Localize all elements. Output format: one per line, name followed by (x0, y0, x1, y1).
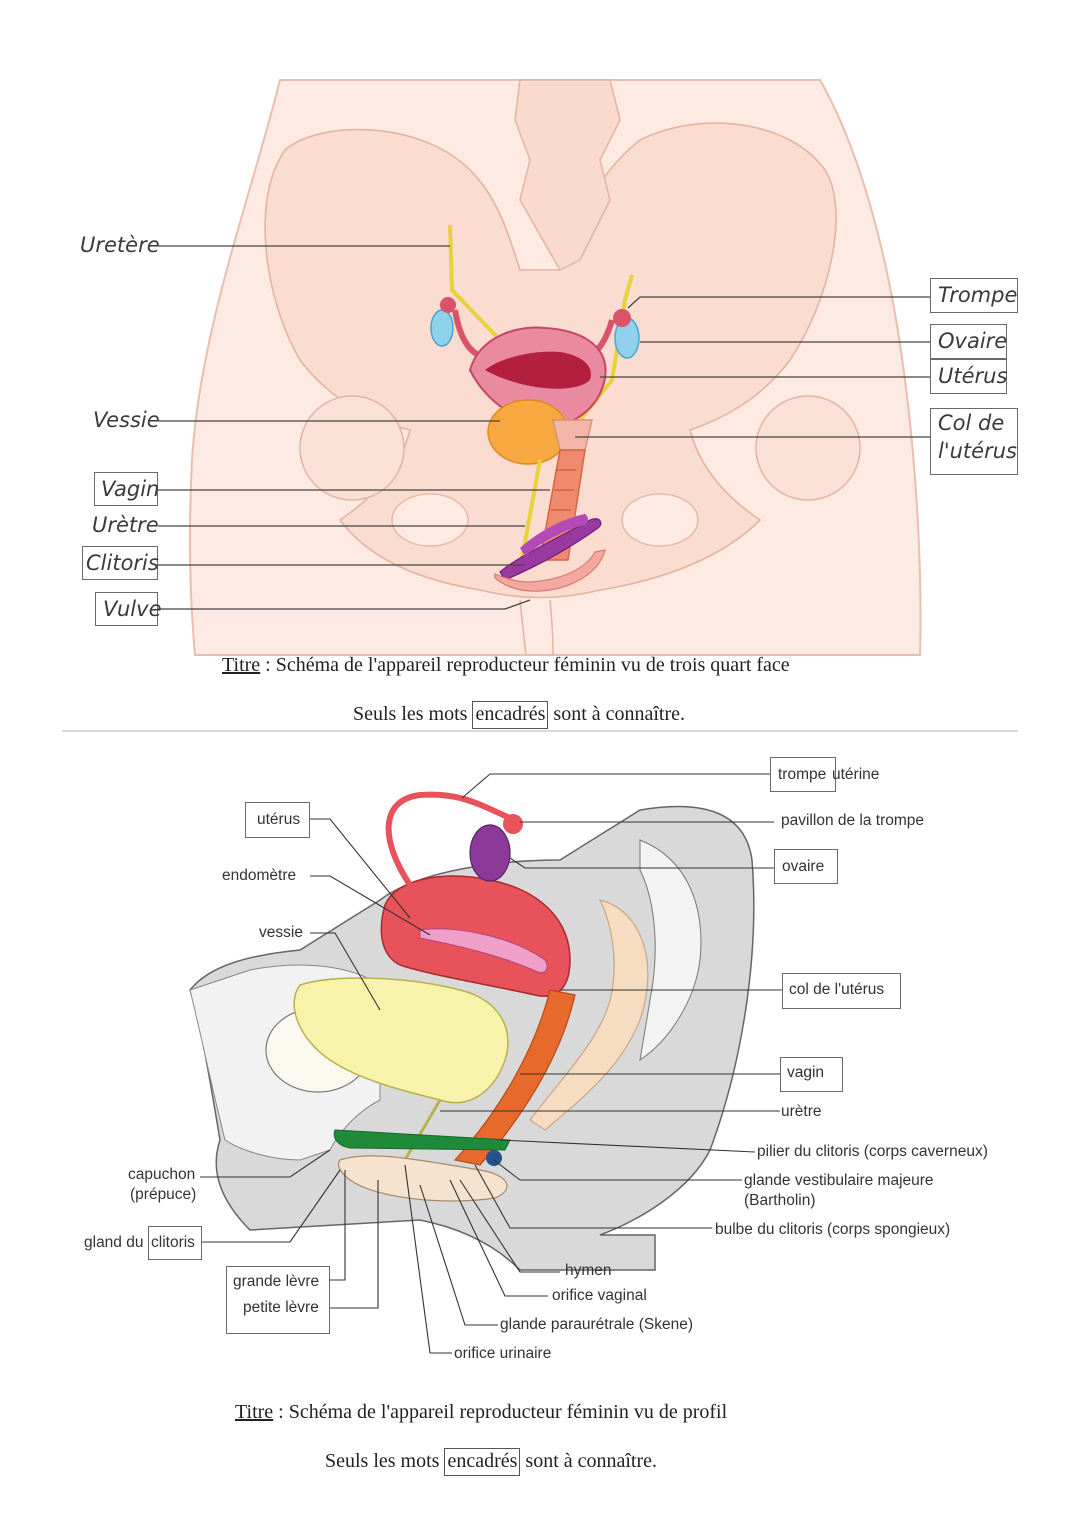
vulva (494, 549, 606, 592)
profile-view-leaders (200, 773, 782, 1354)
label-col-profile: col de l'utérus (789, 981, 885, 998)
bartholin-gland (486, 1150, 502, 1166)
front-view-illustration (188, 79, 922, 656)
label-gland-prefix: gland du (84, 1234, 144, 1251)
box-uterus (930, 359, 1007, 394)
ureter-left (448, 224, 502, 342)
label-vulve: Vulve (103, 597, 162, 621)
fallopian-tube-profile (385, 791, 512, 887)
label-uretre-profile: urètre (781, 1103, 822, 1120)
front-view-leaders (158, 245, 930, 610)
label-capuchon-1: capuchon (128, 1166, 196, 1183)
box-col (930, 408, 1018, 475)
cervix (552, 419, 593, 451)
clitoris (499, 518, 602, 581)
obturator-left (391, 493, 469, 547)
box-clitoris (82, 546, 158, 580)
label-vessie: Vessie (93, 408, 160, 432)
note-front-after: sont à connaître. (548, 703, 686, 725)
box-gland-clitoris (148, 1226, 202, 1260)
box-vagin (94, 472, 158, 506)
label-orifice-vaginal: orifice vaginal (552, 1287, 647, 1304)
label-trompe-suffix: utérine (832, 766, 880, 783)
label-glande-para: glande paraurétrale (Skene) (500, 1316, 694, 1333)
caption-profile-prefix: Titre (235, 1401, 274, 1423)
bladder-profile (293, 977, 509, 1104)
label-grande-levre: grande lèvre (233, 1273, 320, 1290)
label-capuchon-2: (prépuce) (130, 1186, 197, 1203)
hip-socket-right (755, 395, 861, 501)
label-col-line1: Col de (938, 411, 1005, 435)
caption-front-text: : Schéma de l'appareil reproducteur fémi… (260, 654, 790, 676)
urethra-profile (403, 1099, 442, 1161)
label-pavillon: pavillon de la trompe (781, 812, 925, 829)
caption-front-view: Titre : Schéma de l'appareil reproducteu… (222, 655, 790, 675)
profile-view-illustration (189, 791, 755, 1271)
label-ovaire: Ovaire (938, 329, 1008, 353)
label-petite-levre: petite lèvre (243, 1299, 319, 1316)
box-trompe-profile (770, 757, 836, 792)
note-front-view: Seuls les mots encadrés sont à connaître… (353, 701, 686, 729)
note-profile-before: Seuls les mots (325, 1450, 445, 1472)
box-col-profile (782, 973, 901, 1009)
label-pilier: pilier du clitoris (corps caverneux) (757, 1143, 988, 1160)
box-vagin-profile (780, 1057, 843, 1092)
label-orifice-urinaire: orifice urinaire (454, 1345, 552, 1362)
label-gland-clitoris: clitoris (151, 1234, 195, 1251)
fimbriae-profile (503, 814, 523, 834)
label-endometre: endomètre (222, 867, 297, 884)
label-bulbe: bulbe du clitoris (corps spongieux) (715, 1221, 951, 1238)
caption-profile-view: Titre : Schéma de l'appareil reproducteu… (235, 1402, 727, 1422)
label-clitoris: Clitoris (86, 551, 159, 575)
label-trompe-boxed: trompe (778, 766, 827, 783)
label-ovaire-profile: ovaire (782, 858, 825, 875)
endometrium-profile (419, 928, 548, 974)
label-uretere: Uretère (80, 233, 160, 257)
label-vagin: Vagin (101, 477, 160, 501)
note-front-before: Seuls les mots (353, 703, 473, 725)
box-trompe (930, 278, 1018, 313)
sacrum-profile (639, 839, 702, 1062)
ovary-profile (469, 824, 511, 882)
label-vagin-profile: vagin (787, 1064, 825, 1081)
label-trompe: Trompe (938, 283, 1018, 307)
note-profile-boxed: encadrés (444, 1448, 521, 1476)
label-col-line2: l'utérus (938, 439, 1017, 463)
note-profile-view: Seuls les mots encadrés sont à connaître… (325, 1448, 658, 1476)
labia (337, 1155, 508, 1202)
box-ovaire-profile (774, 849, 838, 884)
box-uterus-profile (245, 802, 310, 838)
label-vessie-profile: vessie (259, 924, 303, 941)
label-glande-vest-1: glande vestibulaire majeure (744, 1172, 934, 1189)
box-levres (226, 1266, 330, 1334)
label-hymen: hymen (565, 1262, 612, 1279)
uterine-cavity (485, 351, 591, 389)
label-uterus-profile: utérus (257, 811, 301, 828)
ovary-left (430, 309, 454, 347)
box-ovaire (930, 324, 1007, 359)
label-uterus: Utérus (938, 364, 1008, 388)
rectum (529, 899, 649, 1131)
label-uretre: Urètre (92, 513, 159, 537)
caption-front-prefix: Titre (222, 654, 261, 676)
hip-socket-left (299, 395, 405, 501)
caption-profile-text: : Schéma de l'appareil reproducteur fémi… (273, 1401, 728, 1423)
obturator-right (621, 493, 699, 547)
clitoris-body (333, 1129, 511, 1151)
label-glande-vest-2: (Bartholin) (744, 1192, 816, 1209)
sacrum (514, 79, 621, 271)
note-profile-after: sont à connaître. (520, 1450, 658, 1472)
inner-leg (519, 599, 554, 656)
note-front-boxed: encadrés (472, 701, 549, 729)
box-vulve (95, 592, 158, 626)
vagina-profile (453, 989, 576, 1166)
